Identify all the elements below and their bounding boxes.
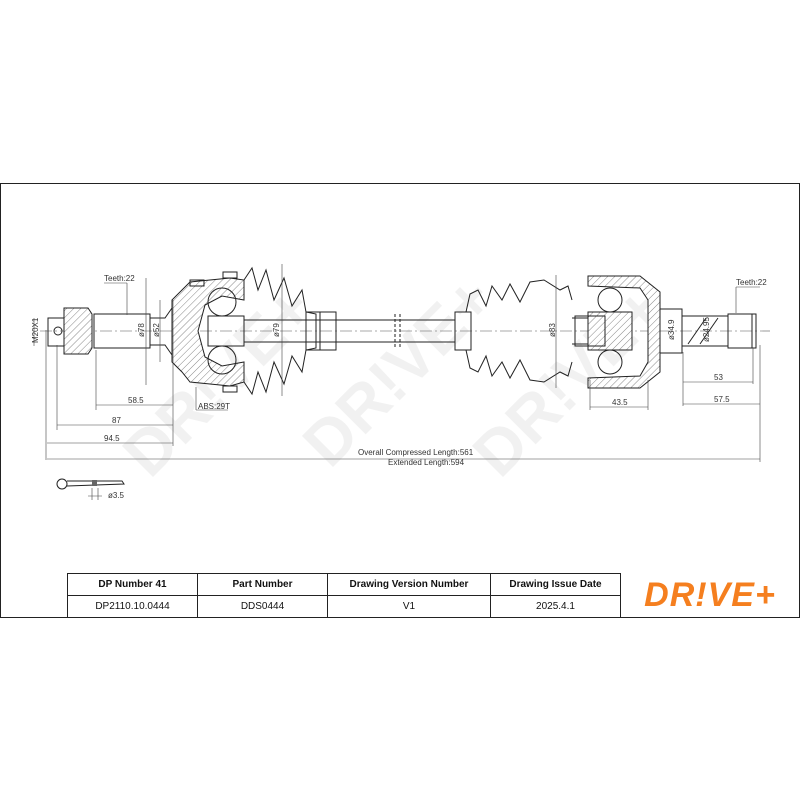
left-stub [47, 307, 173, 356]
boot-clamp [305, 311, 337, 351]
abs-label: ABS:29T [198, 402, 230, 411]
dia-78-label: ø78 [137, 323, 146, 337]
value-part-number: DDS0444 [197, 595, 328, 618]
inner-cv-joint [574, 275, 661, 389]
header-issue-date: Drawing Issue Date [490, 573, 621, 596]
outer-boot [243, 266, 317, 396]
shaft [244, 314, 455, 348]
extended-length: Extended Length:594 [388, 458, 465, 467]
title-block: DP Number 41 Part Number Drawing Version… [67, 573, 621, 618]
dimensions [33, 264, 761, 462]
dim-87: 87 [112, 416, 121, 425]
boot-clamp [454, 311, 472, 351]
dia-52-label: ø52 [152, 323, 161, 337]
dim-43-5: 43.5 [612, 398, 628, 407]
thread-label: M20X1 [31, 317, 40, 343]
value-dp-number: DP2110.10.0444 [67, 595, 198, 618]
dia-83-label: ø83 [548, 323, 557, 337]
teeth-left-label: Teeth:22 [104, 274, 135, 283]
overall-compressed-length: Overall Compressed Length:561 [358, 448, 474, 457]
dia-79-label: ø79 [272, 323, 281, 337]
header-drawing-version: Drawing Version Number [327, 573, 491, 596]
drive-logo: DR!VE+ [644, 575, 776, 614]
header-dp-number: DP Number 41 [67, 573, 198, 596]
cotter-pin [56, 478, 125, 500]
right-stub [659, 308, 757, 354]
dia-24-95-label: ø24.95 [702, 317, 711, 342]
value-drawing-version: V1 [327, 595, 491, 618]
value-issue-date: 2025.4.1 [490, 595, 621, 618]
outer-cv-joint [171, 271, 245, 393]
pin-dia-label: ø3.5 [108, 491, 125, 500]
dim-94-5: 94.5 [104, 434, 120, 443]
teeth-right-label: Teeth:22 [736, 278, 767, 287]
header-part-number: Part Number [197, 573, 328, 596]
dim-58-5: 58.5 [128, 396, 144, 405]
dim-57-5: 57.5 [714, 395, 730, 404]
dim-53: 53 [714, 373, 723, 382]
dia-34-9-label: ø34.9 [667, 319, 676, 340]
inner-boot [465, 279, 573, 383]
